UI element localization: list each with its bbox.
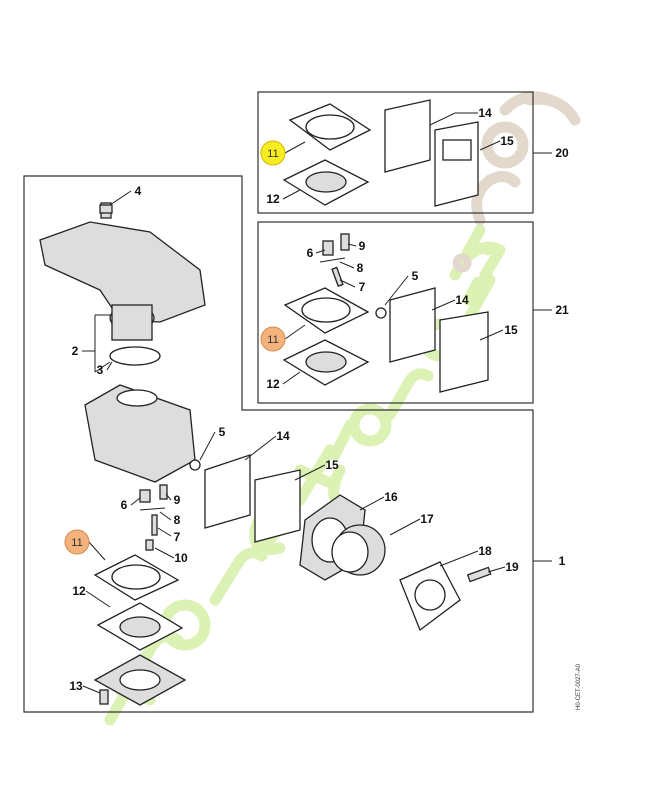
label-15[interactable]: 15: [325, 458, 339, 472]
gasket-11-main: [93, 554, 180, 601]
screen-5: [189, 459, 201, 471]
label-9[interactable]: 9: [359, 239, 366, 253]
cover-plate: [93, 654, 187, 706]
label-12[interactable]: 12: [72, 584, 86, 598]
carburetor-body-lower: [84, 384, 196, 483]
label-8[interactable]: 8: [357, 261, 364, 275]
label-11[interactable]: 11: [71, 537, 82, 549]
label-14[interactable]: 14: [478, 106, 492, 120]
document-code: H0-CET-0027-A0: [576, 663, 582, 710]
gasket-11-middle: [283, 287, 370, 334]
label-20[interactable]: 20: [555, 146, 569, 160]
primer-bulb-17: [331, 524, 386, 576]
gasket-15-main: [254, 469, 301, 543]
highlight-11-main: [64, 529, 90, 555]
highlight-11-middle: [260, 326, 286, 352]
o-ring-3: [109, 346, 161, 366]
gasket-15-top: [434, 121, 479, 207]
gasket-14-main: [204, 454, 251, 529]
label-7[interactable]: 7: [359, 280, 366, 294]
retainer-18: [399, 561, 461, 632]
label-11[interactable]: 11: [267, 148, 278, 160]
diaphragm-12-top: [282, 159, 370, 206]
label-17[interactable]: 17: [420, 512, 434, 526]
gasket-15-middle: [439, 311, 489, 393]
label-12[interactable]: 12: [266, 377, 280, 391]
diaphragm-12-middle: [282, 339, 370, 386]
label-4[interactable]: 4: [135, 184, 142, 198]
gasket-14-middle: [389, 287, 436, 363]
label-5[interactable]: 5: [412, 269, 419, 283]
label-10[interactable]: 10: [174, 551, 188, 565]
label-3[interactable]: 3: [97, 363, 104, 377]
label-5[interactable]: 5: [219, 425, 226, 439]
label-6[interactable]: 6: [307, 246, 314, 260]
leader-lines: [82, 112, 552, 694]
label-16[interactable]: 16: [384, 490, 398, 504]
label-21[interactable]: 21: [555, 303, 569, 317]
label-14[interactable]: 14: [276, 429, 290, 443]
label-6[interactable]: 6: [121, 498, 128, 512]
label-11[interactable]: 11: [267, 334, 278, 346]
label-2[interactable]: 2: [72, 344, 79, 358]
label-8[interactable]: 8: [174, 513, 181, 527]
highlight-11-top: [260, 140, 286, 166]
small-parts-middle: [319, 233, 387, 319]
small-parts-main: [139, 484, 168, 551]
label-1[interactable]: 1: [559, 554, 566, 568]
screw-13: [99, 689, 109, 705]
label-12[interactable]: 12: [266, 192, 280, 206]
carburetor-body-upper: [39, 202, 206, 341]
label-14[interactable]: 14: [455, 293, 469, 307]
assembly-1-frame: [23, 175, 534, 713]
gasket-11-top: [288, 103, 372, 151]
screw-19: [466, 566, 492, 583]
label-9[interactable]: 9: [174, 493, 181, 507]
label-13[interactable]: 13: [69, 679, 83, 693]
label-15[interactable]: 15: [504, 323, 518, 337]
gasket-14-top: [384, 99, 431, 173]
label-7[interactable]: 7: [174, 530, 181, 544]
diaphragm-12-main: [96, 602, 184, 651]
label-19[interactable]: 19: [505, 560, 519, 574]
label-18[interactable]: 18: [478, 544, 492, 558]
screw-4: [99, 204, 113, 214]
kit-21-frame: [257, 221, 534, 404]
label-15[interactable]: 15: [500, 134, 514, 148]
